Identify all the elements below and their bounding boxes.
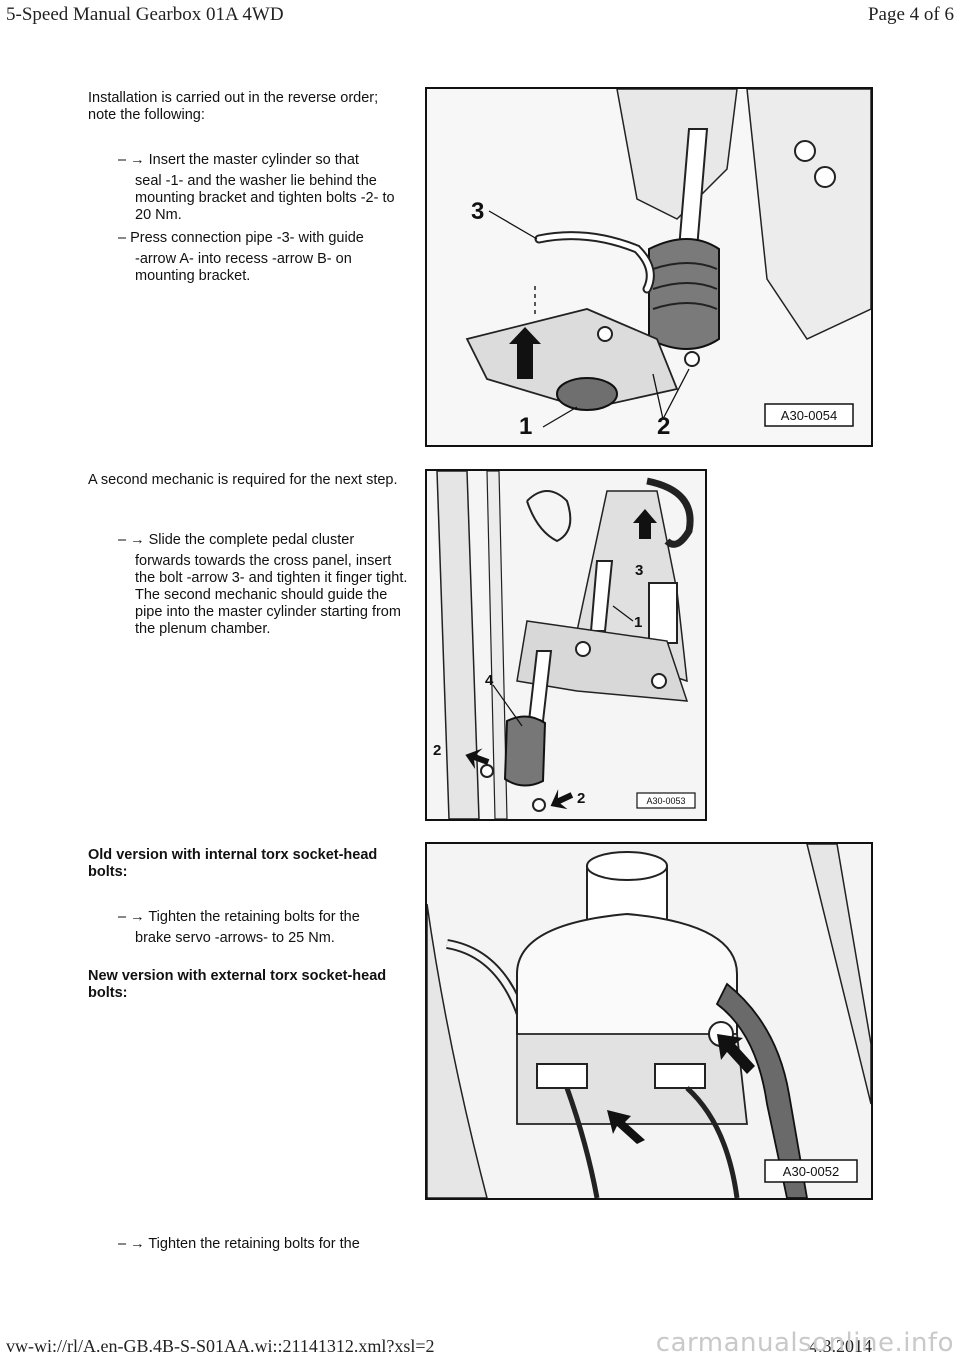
step-text-continued: brake servo -arrows- to 25 Nm. — [135, 930, 335, 946]
pedal-cluster-illustration: 3 1 4 2 2 A30-0053 — [427, 471, 705, 819]
step-text-continued: forwards towards the cross panel, insert… — [135, 553, 408, 637]
callout-label: 3 — [471, 198, 484, 225]
step-text: – → Tighten the retaining bolts for the — [118, 909, 360, 925]
master-cylinder-illustration: 3 1 2 A30-0054 — [427, 89, 871, 445]
figure-a30-0052: A30-0052 — [425, 842, 873, 1200]
intro-text: Installation is carried out in the rever… — [88, 90, 379, 123]
figure-code: A30-0054 — [781, 408, 837, 423]
document-title: 5-Speed Manual Gearbox 01A 4WD — [6, 4, 284, 25]
callout-label: 1 — [634, 614, 642, 631]
step-text: – → Insert the master cylinder so that — [118, 152, 359, 168]
old-version-heading: Old version with internal torx socket-he… — [88, 847, 378, 880]
step-text: – → Tighten the retaining bolts for the — [118, 1236, 360, 1252]
step-tighten-retaining-bolts: – → Tighten the retaining bolts for the — [118, 1236, 408, 1253]
callout-label: 1 — [519, 413, 532, 440]
step-slide-pedal-cluster: – → Slide the complete pedal cluster for… — [118, 532, 408, 638]
step-insert-master-cylinder: – → Insert the master cylinder so that s… — [118, 152, 408, 224]
footer-date: 4.3.2014 — [809, 1336, 872, 1356]
watermark: carmanualsonline.info — [655, 1328, 954, 1358]
figure-code: A30-0052 — [783, 1164, 839, 1179]
footer-url: vw-wi://rl/A.en-GB.4B-S-S01AA.wi::211413… — [6, 1336, 435, 1356]
step-text-continued: -arrow A- into recess -arrow B- on mount… — [135, 251, 352, 284]
callout-label: 3 — [635, 562, 643, 579]
intro-text: A second mechanic is required for the ne… — [88, 472, 398, 488]
brake-servo-illustration: A30-0052 — [427, 844, 871, 1198]
step-text: – Press connection pipe -3- with guide — [118, 230, 364, 246]
page-number: Page 4 of 6 — [867, 4, 954, 25]
callout-label: 2 — [657, 413, 670, 440]
figure-a30-0053: 3 1 4 2 2 A30-0053 — [425, 469, 707, 821]
step-text: – → Slide the complete pedal cluster — [118, 532, 355, 548]
new-version-heading: New version with external torx socket-he… — [88, 968, 387, 1001]
figure-a30-0054: 3 1 2 A30-0054 — [425, 87, 873, 447]
step-press-connection-pipe: – Press connection pipe -3- with guide -… — [118, 230, 408, 285]
figure-code: A30-0053 — [646, 796, 685, 806]
step-tighten-brake-servo: – → Tighten the retaining bolts for the … — [118, 909, 408, 947]
callout-label: 2 — [577, 790, 585, 807]
step-text-continued: seal -1- and the washer lie behind the m… — [135, 173, 395, 223]
callout-label: 2 — [433, 742, 441, 759]
callout-label: 4 — [485, 672, 494, 689]
